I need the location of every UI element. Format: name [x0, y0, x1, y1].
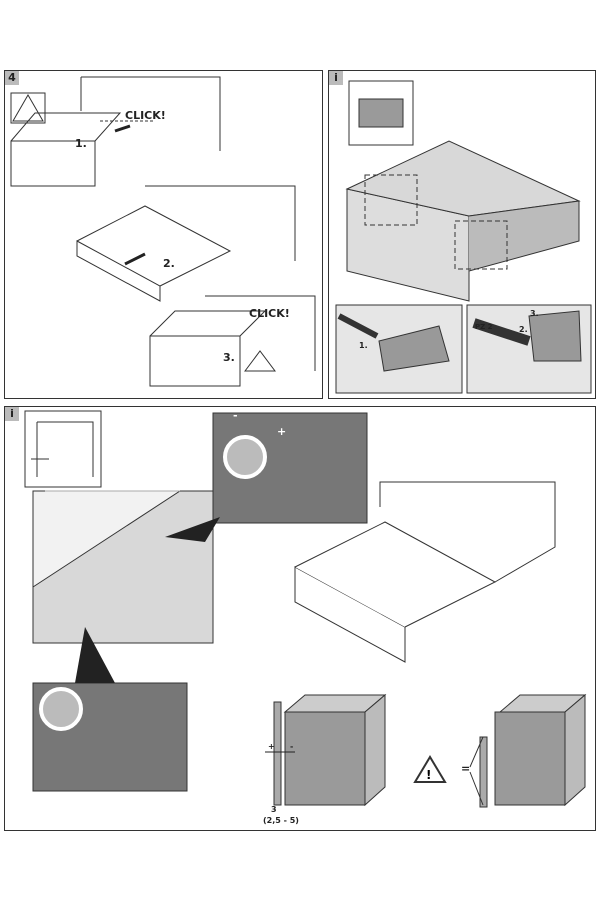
step-2-label: 2. [519, 325, 528, 334]
click-label-2: CLICK! [249, 307, 290, 320]
drawer-removal-illustration [335, 80, 592, 394]
front-adjustment-illustration: ! [24, 410, 587, 808]
minus-sign-2: - [233, 409, 238, 422]
click-label: CLICK! [125, 109, 166, 122]
warning-icon [413, 755, 447, 783]
gap-value: 3 [271, 805, 277, 814]
info-panel-removal: i 1. PZ 2 2. 3. [328, 70, 596, 399]
plus-sign: + [268, 742, 275, 751]
two-person-warning-icon-2 [244, 350, 276, 372]
step-number-badge: 4 [5, 71, 19, 85]
push-arrow-icon [114, 124, 131, 133]
info-panel-adjustment: i ! + - 3 (2,5 - 5) = + - [4, 406, 596, 831]
step-3-label: 3. [530, 309, 539, 318]
step-4-panel: 4 CLICK! 1. 2. CLICK! 3. [4, 70, 323, 399]
pull-arrow-icon [124, 252, 146, 266]
minus-sign: - [290, 742, 294, 751]
drawer-install-illustration [10, 76, 316, 387]
step-1-label: 1. [75, 137, 87, 150]
plus-sign-2: + [277, 425, 287, 438]
step-1-label: 1. [359, 341, 368, 350]
svg-text:!: ! [426, 768, 431, 782]
screwdriver-size-label: PZ 2 [475, 323, 493, 331]
info-badge: i [5, 407, 19, 421]
info-badge: i [329, 71, 343, 85]
equal-sign: = [461, 762, 471, 775]
step-3-label: 3. [223, 351, 235, 364]
step-2-label: 2. [163, 257, 175, 270]
gap-range: (2,5 - 5) [263, 816, 299, 825]
